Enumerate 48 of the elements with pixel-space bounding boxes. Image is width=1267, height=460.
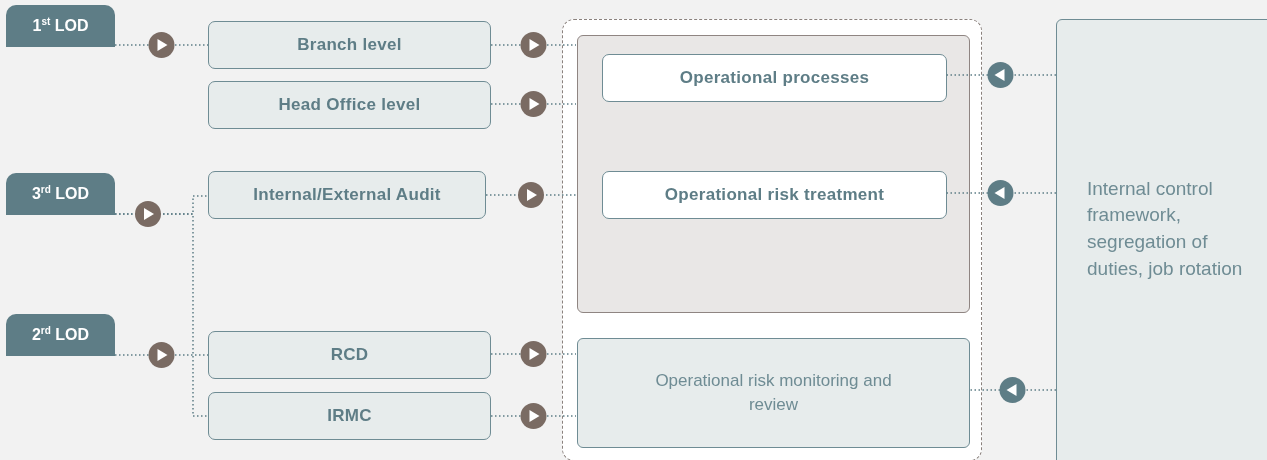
connector-line xyxy=(490,44,577,46)
play-arrow-icon xyxy=(987,180,1014,206)
play-arrow-icon xyxy=(148,342,175,368)
connector-line xyxy=(485,194,577,196)
box-label: Operational risk monitoring and review xyxy=(654,370,893,416)
connector-line xyxy=(114,354,209,356)
play-arrow-icon xyxy=(520,341,547,367)
play-arrow-icon xyxy=(518,182,544,208)
box-label: Operational processes xyxy=(679,68,870,88)
box-label: Operational risk treatment xyxy=(664,185,885,205)
connector-line xyxy=(944,74,1057,76)
play-arrow-icon xyxy=(520,403,547,429)
info-panel xyxy=(1056,19,1267,460)
connector-line xyxy=(114,44,209,46)
box-label: IRMC xyxy=(327,406,372,426)
connector-line xyxy=(114,213,209,417)
connector-line xyxy=(490,353,577,355)
play-arrow-icon xyxy=(135,201,161,227)
play-arrow-icon xyxy=(999,377,1026,403)
process-box xyxy=(602,54,947,102)
box-label: Branch level xyxy=(297,35,402,55)
box-label: 3$^{rd}$ LOD xyxy=(31,184,90,204)
connector-line xyxy=(490,415,577,417)
process-box xyxy=(208,21,491,69)
connector-line xyxy=(968,389,1057,391)
line-of-defense-tab xyxy=(6,5,115,47)
process-box xyxy=(577,338,970,448)
group-frame xyxy=(562,19,982,460)
play-arrow-icon xyxy=(520,91,547,117)
process-box xyxy=(208,331,491,379)
box-label: 2$^{rd}$ LOD xyxy=(31,325,90,345)
process-box xyxy=(602,171,947,219)
box-label: 1$^{st}$ LOD xyxy=(32,16,89,36)
connector-line xyxy=(944,192,1057,194)
process-box xyxy=(208,392,491,440)
box-label: Internal control framework, segregation of duties, job rotation xyxy=(1087,176,1244,281)
box-label: RCD xyxy=(330,345,369,365)
line-of-defense-tab xyxy=(6,314,115,356)
play-arrow-icon xyxy=(987,62,1014,88)
box-label: Head Office level xyxy=(278,95,421,115)
play-arrow-icon xyxy=(520,32,547,58)
process-box xyxy=(208,171,486,219)
play-arrow-icon xyxy=(148,32,175,58)
line-of-defense-tab xyxy=(6,173,115,215)
process-box xyxy=(208,81,491,129)
connector-line xyxy=(490,103,577,105)
box-label: Internal/External Audit xyxy=(253,185,441,205)
group-panel xyxy=(577,35,970,313)
